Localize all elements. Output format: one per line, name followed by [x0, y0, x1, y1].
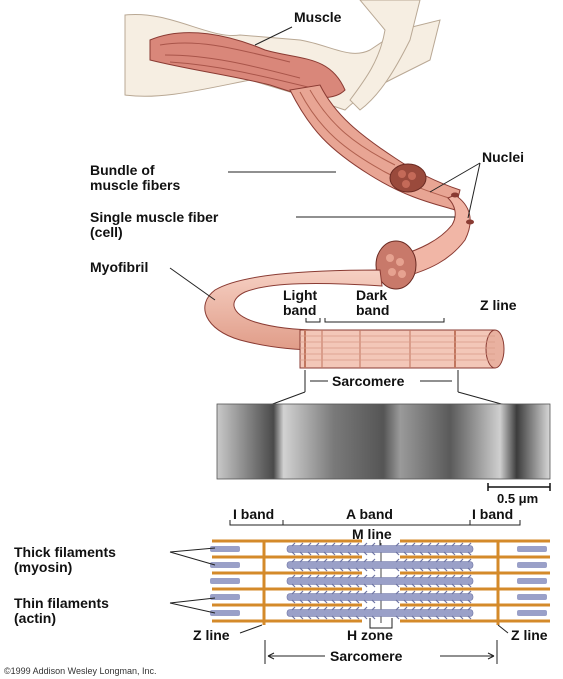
- filament-diagram: [210, 540, 550, 625]
- arm-illustration: [125, 0, 440, 110]
- thick-filament-stub: [210, 546, 240, 552]
- label-nuclei: Nuclei: [482, 150, 524, 165]
- single-fiber: [376, 193, 474, 290]
- label-sarcomere-bottom: Sarcomere: [330, 649, 402, 664]
- thick-filament: [287, 546, 473, 553]
- thick-filament-stub: [517, 562, 547, 568]
- label-sarcomere-top: Sarcomere: [332, 374, 404, 389]
- copyright-text: ©1999 Addison Wesley Longman, Inc.: [4, 666, 157, 676]
- band-braces: [306, 318, 444, 322]
- label-m-line: M line: [352, 527, 392, 542]
- label-i-band-right: I band: [472, 507, 513, 522]
- scale-bar: [488, 483, 550, 491]
- thick-filament-stub: [517, 546, 547, 552]
- label-i-band-left: I band: [233, 507, 274, 522]
- myofibril: [205, 270, 504, 368]
- label-z-line-left: Z line: [193, 628, 230, 643]
- thick-filament-stub: [517, 578, 547, 584]
- thick-filament-stub: [210, 594, 240, 600]
- thick-filament: [287, 562, 473, 569]
- thick-filament: [287, 610, 473, 617]
- label-light-band: Light band: [283, 288, 317, 318]
- label-myofibril: Myofibril: [90, 260, 148, 275]
- thick-filament-stub: [210, 578, 240, 584]
- fiber-bundle: [290, 85, 460, 210]
- thick-filament-stub: [517, 610, 547, 616]
- label-thick-filaments: Thick filaments (myosin): [14, 545, 116, 575]
- thick-filament: [287, 578, 473, 585]
- label-z-line-top: Z line: [480, 298, 517, 313]
- label-thin-filaments: Thin filaments (actin): [14, 596, 109, 626]
- label-a-band: A band: [346, 507, 393, 522]
- label-z-line-right: Z line: [511, 628, 548, 643]
- label-h-zone: H zone: [347, 628, 393, 643]
- micrograph: [217, 404, 550, 479]
- label-scale-bar: 0.5 μm: [497, 491, 538, 506]
- label-bundle-of-muscle-fibers: Bundle of muscle fibers: [90, 163, 180, 193]
- label-single-muscle-fiber: Single muscle fiber (cell): [90, 210, 218, 240]
- thick-filament-stub: [517, 594, 547, 600]
- thick-filament: [287, 594, 473, 601]
- label-muscle: Muscle: [294, 10, 341, 25]
- label-dark-band: Dark band: [356, 288, 389, 318]
